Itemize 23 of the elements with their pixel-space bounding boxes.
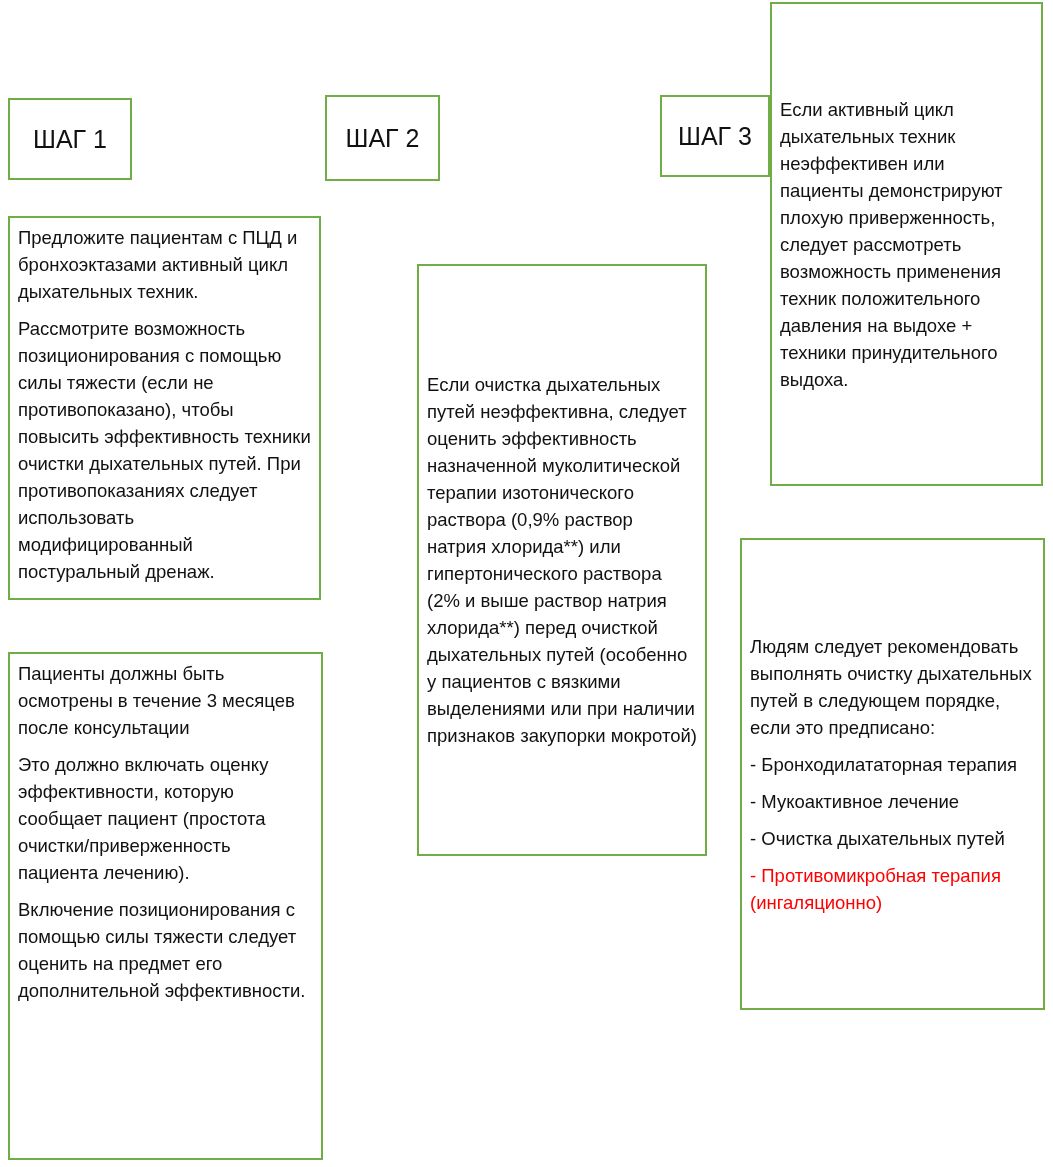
text-box [8,216,321,600]
paragraph: - Противомикробная терапия (ингаляционно) [750,863,1002,915]
step-label: ШАГ 3 [678,121,752,151]
paragraph: - Бронходилататорная терапия [750,752,1019,777]
text-box [417,264,707,856]
paragraph: Предложите пациентам с ПЦД и бронхоэктазами активный цикл дыхательных техник. [18,226,299,304]
paragraph: Если очистка дыхательных путей неэффективна, следует оценить эффективность назначенной муколитической терапии изотонического раствора (0,9% раствор натрия хлорида**) или гипертонического раствора (2% и выше раствор натрия хлорида**) перед очисткой дыхательных путей (особенно у пациентов с вязкими выделениями или при наличии признаков закупорки мокротой) [427,373,697,748]
paragraph: Пациенты должны быть осмотрены в течение 3 месяцев после консультации [18,662,296,740]
step-label: ШАГ 1 [33,124,107,154]
step-box [325,95,440,181]
step-box [660,95,770,177]
step-box [8,98,132,180]
paragraph: Это должно включать оценку эффективности, которую сообщает пациент (простота очистки/приверженность пациента лечению). [18,753,270,885]
text-box [740,538,1045,1010]
paragraph: - Мукоактивное лечение [750,789,961,814]
paragraph: Людям следует рекомендовать выполнять очистку дыхательных путей в следующем порядке, если это предписано: [750,634,1033,740]
paragraph: Включение позиционирования с помощью силы тяжести следует оценить на предмет его дополнительной эффективности. [18,898,307,1003]
step-label: ШАГ 2 [345,123,420,153]
text-box [8,652,323,1160]
text-box [770,2,1043,486]
paragraph: - Очистка дыхательных путей [750,826,1006,851]
paragraph: Рассмотрите возможность позиционирования с помощью силы тяжести (если не противопоказано), чтобы повысить эффективность техники очистки дыхательных путей. При противопоказаниях следует использовать модифицированный постуральный дренаж. [18,317,311,584]
paragraph: Если активный цикл дыхательных техник неэффективен или пациенты демонстрируют плохую приверженность, следует рассмотреть возможность применения техник положительного давления на выдохе + техники принудительного выдоха. [780,97,1004,392]
